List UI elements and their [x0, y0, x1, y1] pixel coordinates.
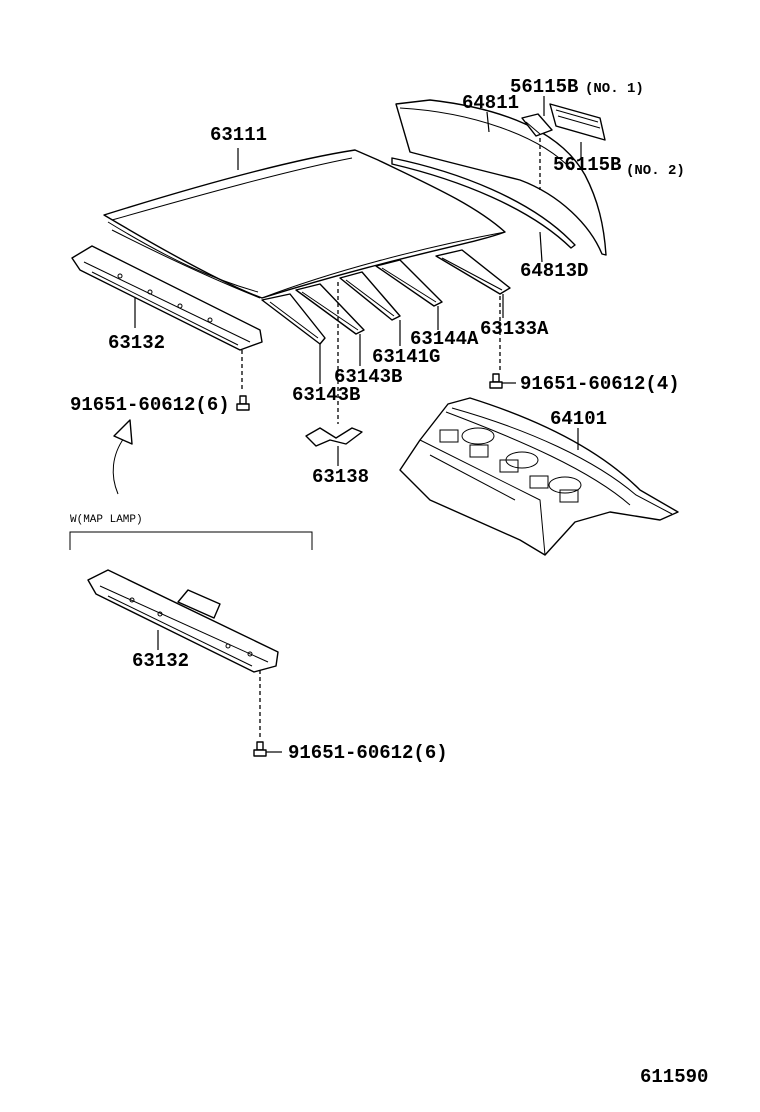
label-clip-no1-note: (NO. 1): [585, 81, 644, 97]
label-bolt-right: 91651-60612(4): [520, 373, 680, 395]
rear-header-63133a[interactable]: [435, 249, 511, 295]
clip-no2[interactable]: [549, 103, 606, 141]
map-lamp-arrow: [112, 419, 133, 495]
package-tray[interactable]: [399, 397, 679, 556]
label-bow-63143b-lower: 63143B: [292, 384, 360, 406]
label-bow-63144a: 63144A: [410, 328, 479, 350]
label-package-tray: 64101: [550, 408, 607, 430]
label-bolt-bottom: 91651-60612(6): [288, 742, 448, 764]
bolt-left[interactable]: [236, 395, 250, 411]
roof-bow-63143b-upper[interactable]: [295, 283, 365, 335]
label-roof-panel: 63111: [210, 124, 267, 146]
label-bow-63143b-upper: 63143B: [334, 366, 402, 388]
bolt-right[interactable]: [489, 373, 503, 389]
label-bracket: 63138: [312, 466, 369, 488]
back-window-moulding[interactable]: [391, 157, 576, 249]
front-header-panel-map-lamp[interactable]: [87, 569, 279, 673]
roof-bow-63143b-lower[interactable]: [261, 293, 326, 345]
map-lamp-bracket-line: [69, 531, 313, 550]
label-moulding: 64813D: [520, 260, 588, 282]
leader-moulding: [539, 231, 543, 263]
label-clip-no2: 56115B: [553, 154, 621, 176]
clip-no1[interactable]: [521, 113, 553, 137]
leader-back-window: [486, 111, 490, 133]
label-front-header: 63132: [108, 332, 165, 354]
label-clip-no2-note: (NO. 2): [626, 163, 685, 179]
bolt-bottom[interactable]: [253, 741, 267, 757]
label-map-lamp: W(MAP LAMP): [70, 514, 143, 526]
roof-panel[interactable]: [103, 149, 506, 299]
bracket[interactable]: [305, 427, 363, 447]
label-rear-header: 63133A: [480, 318, 549, 340]
label-back-window: 64811: [462, 92, 519, 114]
label-front-header-alt: 63132: [132, 650, 189, 672]
label-bow-63141g: 63141G: [372, 346, 440, 368]
roof-bow-63144a[interactable]: [375, 259, 443, 307]
label-bolt-left: 91651-60612(6): [70, 394, 230, 416]
front-header-panel[interactable]: [71, 245, 263, 351]
label-clip-no1: 56115B: [510, 76, 578, 98]
figure-number: 611590: [640, 1066, 708, 1088]
roof-bow-63141g[interactable]: [339, 271, 401, 321]
